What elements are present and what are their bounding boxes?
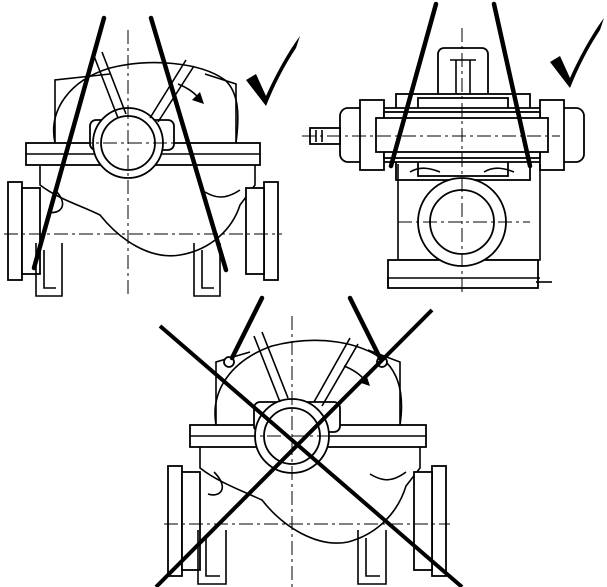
pump-casing [7,51,279,297]
pump-with-motor-front [309,47,585,289]
suction-flange [7,181,23,281]
cross-out-icon [154,308,464,587]
suction-flange [167,465,183,577]
lifting-sling-left [31,15,107,271]
discharge-flange [263,181,279,281]
discharge-flange [431,465,447,577]
lifting-sling-left [229,295,265,361]
check-mark-icon [246,36,300,106]
panel-side-view-correct [4,15,300,297]
check-mark-icon [550,18,604,88]
rotation-arrow-icon [192,92,204,104]
panel-front-view-correct [302,1,604,296]
lifting-sling-right [347,295,383,361]
lifting-sling-right [148,15,229,273]
panel-side-view-incorrect [154,295,464,587]
lifting-sling-right [491,1,533,169]
lifting-sling-left [388,1,439,169]
